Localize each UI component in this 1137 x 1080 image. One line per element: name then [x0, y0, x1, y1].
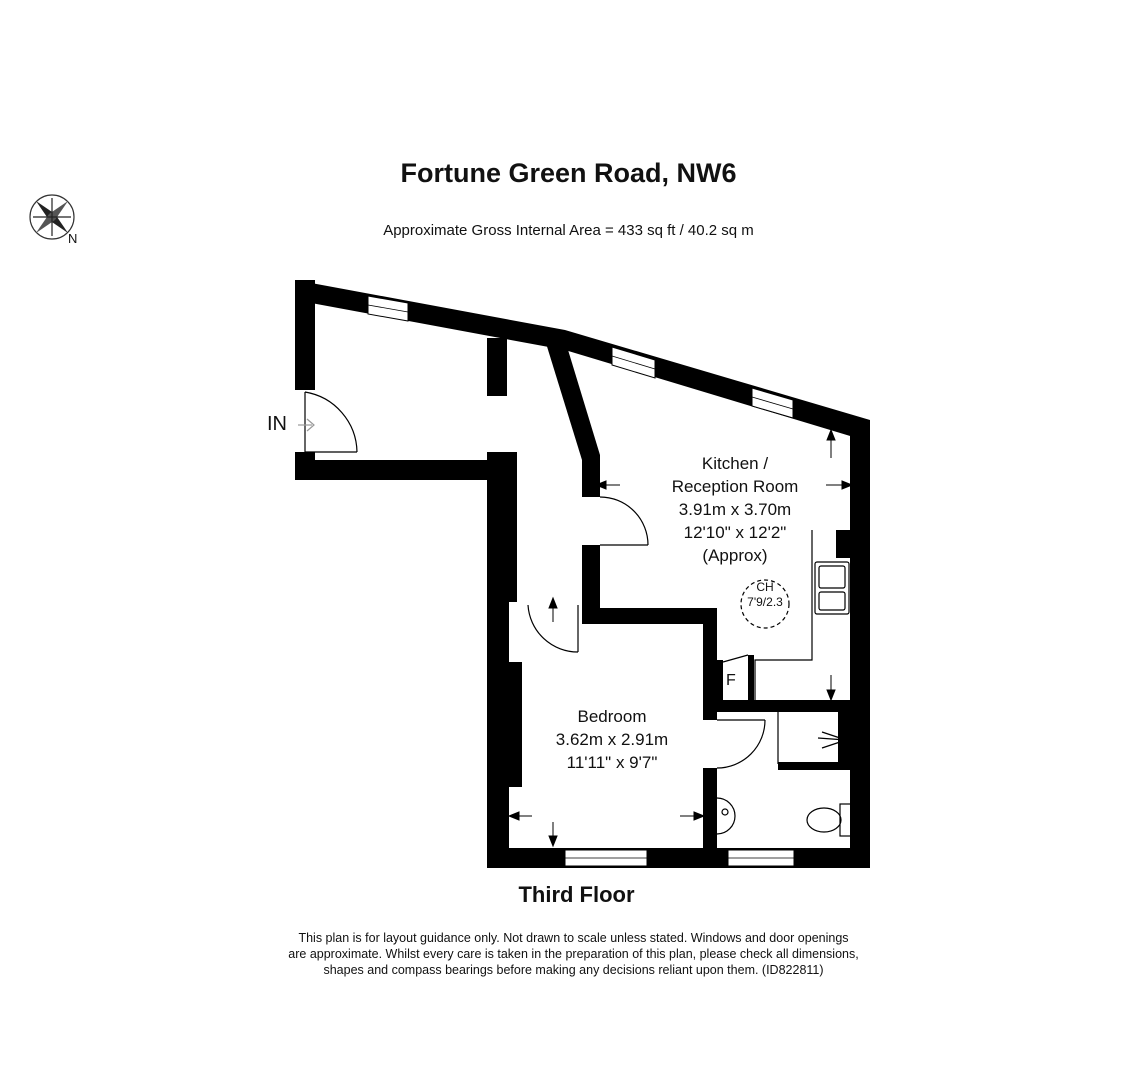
- wall-kitchen-left-lower: [582, 545, 600, 620]
- door-bedroom: [527, 604, 579, 653]
- bedroom-metric: 3.62m x 2.91m: [555, 730, 669, 749]
- dimension-arrow-kitchen-left: [594, 480, 620, 490]
- dimension-arrow-hall: [548, 596, 558, 622]
- disclaimer-line2: are approximate. Whilst every care is ta…: [288, 947, 859, 961]
- kitchen-name-line1: Kitchen /: [701, 454, 769, 473]
- wall-entrance-left-upper: [295, 280, 315, 390]
- dimension-arrow-kitchen-right: [826, 480, 854, 490]
- wall-diagonal-partition: [545, 340, 600, 460]
- dimension-arrow-bedroom-bottom: [548, 822, 558, 848]
- gross-internal-area: Approximate Gross Internal Area = 433 sq…: [383, 222, 754, 239]
- wall-bedroom-left-upper: [487, 452, 517, 602]
- door-kitchen: [599, 496, 649, 546]
- bedroom-name: Bedroom: [577, 707, 647, 726]
- door-bathroom: [716, 719, 766, 769]
- dimension-arrow-kitchen-bottom: [826, 675, 836, 702]
- floor-name: Third Floor: [518, 882, 635, 907]
- wall-right-notch: [836, 530, 852, 558]
- door-fridge: [722, 654, 749, 663]
- kitchen-imperial: 12'10" x 12'2": [683, 523, 787, 542]
- wall-bedroom-right-upper: [703, 608, 717, 720]
- entrance-arrow-icon: [298, 418, 315, 432]
- wall-top-right: [565, 330, 870, 442]
- ceiling-height-value: 7'9/2.3: [747, 595, 783, 609]
- fridge-label: F: [726, 672, 736, 689]
- wall-bedroom-left: [487, 600, 509, 868]
- basin-icon: [716, 797, 736, 835]
- wall-kitchen-bottom: [582, 608, 717, 624]
- disclaimer-line1: This plan is for layout guidance only. N…: [298, 931, 849, 945]
- bedroom-imperial: 11'11" x 9'7": [566, 753, 658, 772]
- wall-right-outer: [850, 420, 870, 868]
- fridge-left: [715, 660, 723, 702]
- kitchen-metric: 3.91m x 3.70m: [678, 500, 792, 519]
- room-label-bedroom: Bedroom 3.62m x 2.91m 11'11" x 9'7": [500, 705, 724, 774]
- door-entrance: [304, 391, 358, 455]
- wall-bottom: [487, 848, 870, 868]
- disclaimer: This plan is for layout guidance only. N…: [0, 930, 1137, 978]
- compass-north-label: N: [68, 231, 78, 246]
- disclaimer-line3: shapes and compass bearings before makin…: [323, 963, 824, 977]
- wall-corridor-bottom: [295, 460, 513, 480]
- wall-shower-right: [838, 712, 852, 764]
- dimension-arrow-bedroom-left: [507, 811, 532, 821]
- entrance-label: IN: [267, 413, 287, 435]
- ceiling-height-title: CH: [756, 580, 774, 594]
- dimension-arrow-bedroom-right: [680, 811, 706, 821]
- shower-icon: [777, 712, 847, 764]
- sink-icon: [814, 561, 850, 615]
- kitchen-worktop: [754, 530, 813, 700]
- wall-pillar: [487, 338, 507, 396]
- compass-rose-icon: [29, 194, 75, 240]
- plan-title: Fortune Green Road, NW6: [400, 158, 737, 188]
- kitchen-name-line2: Reception Room: [671, 477, 799, 496]
- wall-kitchen-left-upper: [582, 455, 600, 497]
- wall-bedroom-right-lower: [703, 768, 717, 868]
- wall-top-left: [295, 280, 565, 350]
- kitchen-note: (Approx): [702, 546, 768, 565]
- dimension-arrow-kitchen-top: [826, 428, 836, 458]
- fridge-right: [748, 655, 754, 702]
- wall-shower-bottom: [778, 762, 853, 770]
- room-label-kitchen: Kitchen / Reception Room 3.91m x 3.70m 1…: [600, 452, 870, 567]
- wall-bathroom-top: [703, 700, 870, 712]
- ceiling-height-label: CH 7'9/2.3: [740, 580, 790, 610]
- toilet-icon: [806, 803, 853, 837]
- ceiling-height-marker: [740, 579, 790, 629]
